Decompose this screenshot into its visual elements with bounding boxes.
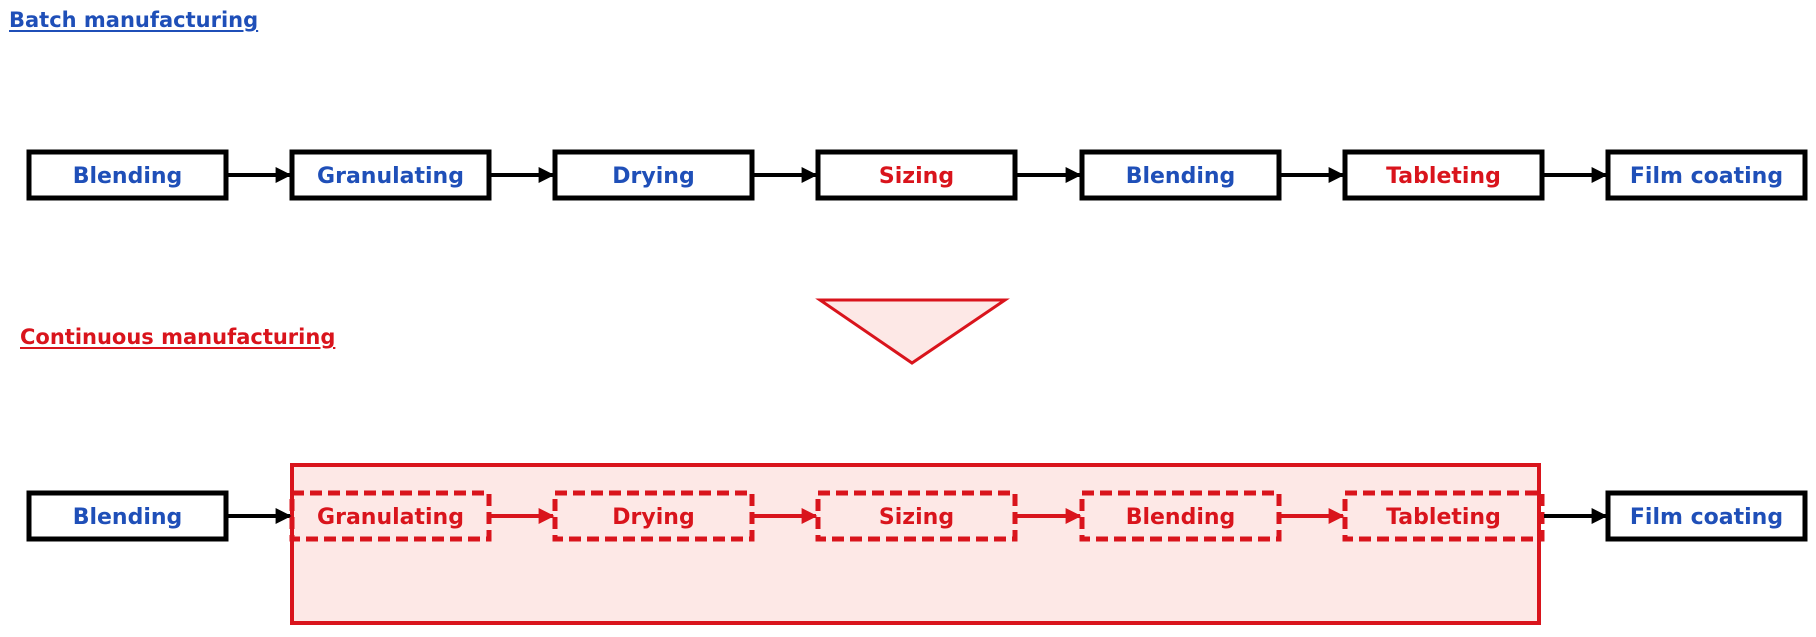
batch-step-label-4: Sizing bbox=[879, 164, 954, 189]
batch-step-label-2: Granulating bbox=[317, 164, 464, 189]
batch-step-label-5: Blending bbox=[1126, 164, 1236, 189]
batch-step-label-3: Drying bbox=[612, 164, 694, 189]
continuous-step-label-3: Drying bbox=[612, 505, 694, 530]
batch-step-label-6: Tableting bbox=[1386, 164, 1501, 189]
batch-step-box-3-drying bbox=[552, 149, 755, 201]
continuous-step-label-7: Film coating bbox=[1630, 505, 1783, 530]
continuous-step-box-6-tableting bbox=[1342, 490, 1545, 542]
batch-step-box-2-granulating bbox=[289, 149, 492, 201]
batch-step-box-5-blending bbox=[1079, 149, 1282, 201]
batch-manufacturing-heading: Batch manufacturing bbox=[9, 8, 259, 32]
continuous-step-box-1-blending bbox=[26, 490, 229, 542]
batch-step-box-7-film-coating bbox=[1605, 149, 1808, 201]
batch-step-label-1: Blending bbox=[73, 164, 183, 189]
continuous-step-label-5: Blending bbox=[1126, 505, 1236, 530]
continuous-step-box-7-film-coating bbox=[1605, 490, 1808, 542]
batch-step-box-1-blending bbox=[26, 149, 229, 201]
transition-down-triangle bbox=[815, 298, 1010, 365]
batch-step-label-7: Film coating bbox=[1630, 164, 1783, 189]
continuous-step-box-4-sizing bbox=[815, 490, 1018, 542]
continuous-step-label-1: Blending bbox=[73, 505, 183, 530]
batch-step-box-6-tableting bbox=[1342, 149, 1545, 201]
continuous-step-label-2: Granulating bbox=[317, 505, 464, 530]
continuous-step-box-3-drying bbox=[552, 490, 755, 542]
continuous-step-box-2-granulating bbox=[289, 490, 492, 542]
batch-step-box-4-sizing bbox=[815, 149, 1018, 201]
batch-process-row: Blending Granulating Drying Sizing Blending T… bbox=[26, 149, 1808, 201]
continuous-step-box-5-blending bbox=[1079, 490, 1282, 542]
continuous-step-label-6: Tableting bbox=[1386, 505, 1501, 530]
continuous-step-label-4: Sizing bbox=[879, 505, 954, 530]
integrated-process-region bbox=[290, 463, 1541, 625]
continuous-process-row: Blending Granulating Drying Sizing Blending T… bbox=[26, 490, 1808, 542]
continuous-manufacturing-heading: Continuous manufacturing bbox=[20, 325, 336, 349]
